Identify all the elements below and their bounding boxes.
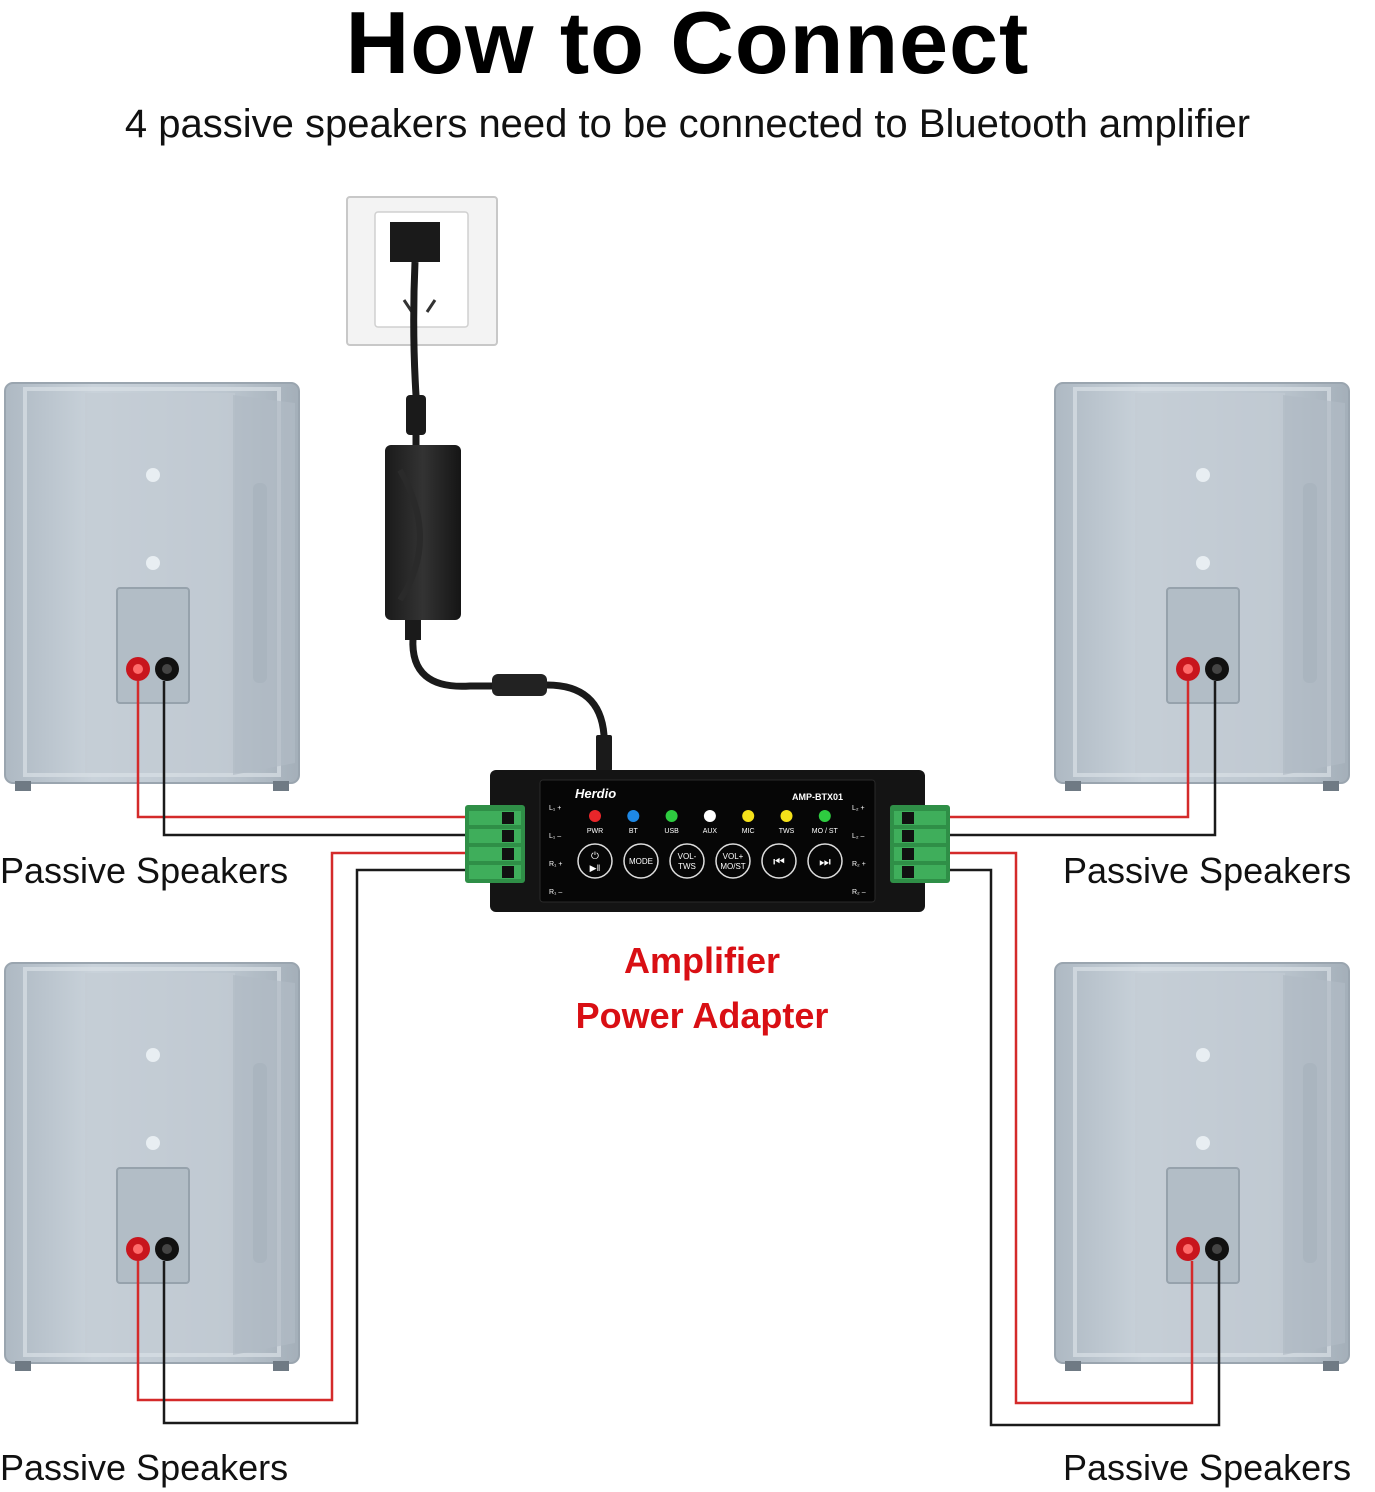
indicator-label: USB: [664, 828, 679, 835]
amp-brand: Herdio: [575, 786, 616, 801]
indicator-led-mic: [742, 810, 755, 822]
indicator-label: MO / ST: [812, 828, 839, 835]
previous-button[interactable]: ⏮: [761, 843, 797, 879]
terminal-block-left: [465, 805, 525, 883]
wall-outlet: [346, 196, 498, 346]
power-adapter-label: Power Adapter: [575, 995, 829, 1036]
indicator-led-tws: [780, 810, 793, 822]
terminal-label-left: L₁ +: [549, 805, 561, 812]
indicator-label: BT: [629, 828, 639, 835]
vol-plus-label: VOL+: [723, 852, 744, 861]
mo-st-label: MO/ST: [720, 862, 745, 871]
svg-text:⏻: ⏻: [591, 851, 599, 862]
dc-cable: [409, 637, 495, 690]
mode-button[interactable]: MODE: [623, 843, 659, 879]
page-subtitle: 4 passive speakers need to be connected …: [124, 102, 1251, 146]
indicator-leds: PWR BT USB AUX MIC TWS MO / ST: [587, 810, 839, 835]
indicator-led-most: [818, 810, 831, 822]
terminal-label-right: R₂ –: [852, 889, 866, 896]
indicator-label: MIC: [742, 828, 755, 835]
speaker-label-bottom-right: Passive Speakers: [1063, 1447, 1352, 1488]
vol-minus-label: VOL-: [678, 852, 697, 861]
indicator-led-usb: [665, 810, 678, 822]
indicator-led-aux: [703, 810, 716, 822]
power-adapter: [385, 445, 461, 640]
speaker-label-top-right: Passive Speakers: [1063, 850, 1352, 891]
terminal-block-right: [890, 805, 950, 883]
speaker-top-right: [1053, 381, 1351, 793]
amplifier-label: Amplifier: [623, 940, 781, 981]
indicator-label: TWS: [779, 828, 795, 835]
speaker-label-top-left: Passive Speakers: [0, 850, 289, 891]
terminal-label-right: L₂ +: [852, 805, 865, 812]
terminal-label-right: R₂ +: [852, 861, 866, 868]
page-title: How to Connect: [345, 0, 1030, 92]
speaker-label-bottom-left: Passive Speakers: [0, 1447, 289, 1488]
tws-label: TWS: [678, 862, 696, 871]
previous-icon: ⏮: [773, 854, 785, 869]
speaker-bottom-left: [3, 961, 301, 1373]
indicator-led-pwr: [589, 810, 601, 822]
indicator-label: AUX: [703, 828, 718, 835]
indicator-led-bt: [627, 810, 640, 822]
mode-button-label: MODE: [629, 857, 653, 866]
terminal-label-left: L₁ –: [549, 833, 561, 840]
play-pause-button[interactable]: ⏻ ▶‖: [577, 843, 613, 879]
terminal-label-right: L₂ –: [852, 833, 865, 840]
vol-plus-button[interactable]: VOL+ MO/ST: [715, 843, 751, 879]
amplifier: Herdio AMP-BTX01 PWR BT USB AUX MIC TWS MO / S…: [465, 770, 950, 912]
speaker-bottom-right: [1053, 961, 1351, 1373]
amp-buttons: ⏻ ▶‖ MODE VOL- TWS VOL+ MO/ST ⏮: [577, 843, 843, 879]
terminal-label-left: R₁ –: [549, 889, 562, 896]
vol-minus-button[interactable]: VOL- TWS: [669, 843, 705, 879]
next-icon: ⏭: [819, 854, 831, 869]
amp-model: AMP-BTX01: [792, 792, 843, 802]
terminal-labels: L₁ + L₁ – R₁ + R₁ – L₂ + L₂ – R₂ + R₂ –: [549, 805, 866, 896]
speaker-wires: [136, 681, 1221, 1427]
indicator-label: PWR: [587, 828, 603, 835]
speaker-top-left: [3, 381, 301, 793]
power-cord: [410, 261, 420, 445]
next-button[interactable]: ⏭: [807, 843, 843, 879]
terminal-label-left: R₁ +: [549, 861, 562, 868]
svg-text:▶‖: ▶‖: [590, 863, 601, 873]
